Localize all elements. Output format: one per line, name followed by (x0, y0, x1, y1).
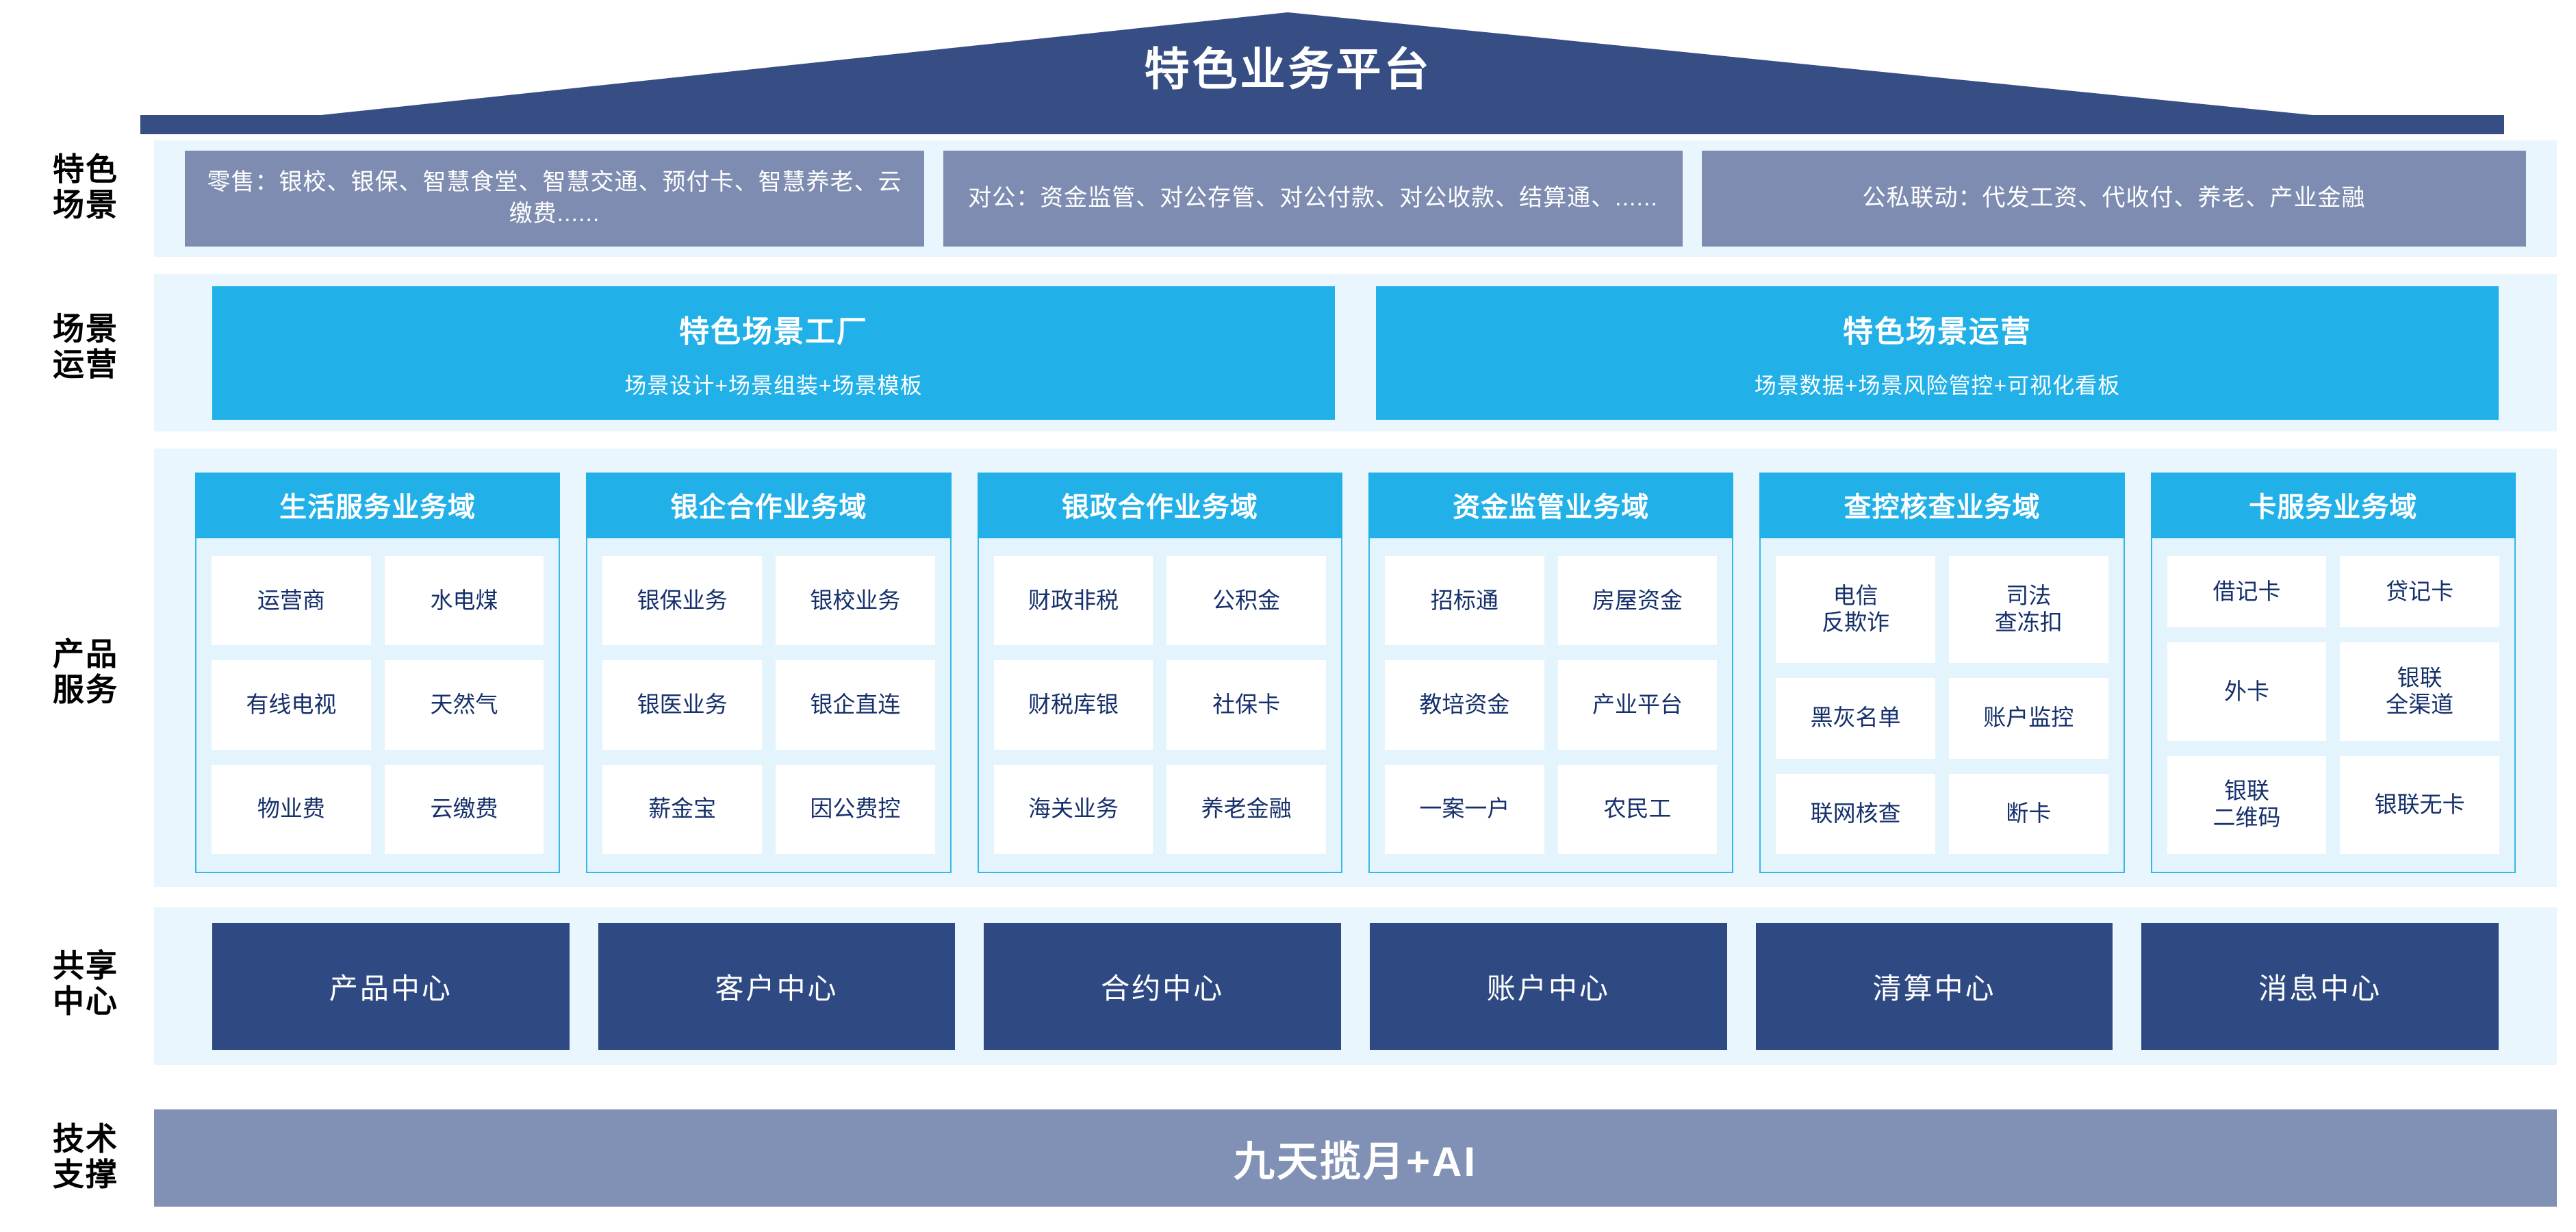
domain-title: 银政合作业务域 (977, 473, 1342, 538)
scenes-row: 零售：银校、银保、智慧食堂、智慧交通、预付卡、智慧养老、云缴费...... 对公… (154, 151, 2557, 247)
products-row: 生活服务业务域 运营商 水电煤 有线电视 天然气 物业费 云缴费 银企合作业务域… (154, 473, 2557, 873)
domain-item[interactable]: 公积金 (1166, 556, 1326, 646)
domain-card-card-service[interactable]: 卡服务业务域 借记卡 贷记卡 外卡 银联 全渠道 银联 二维码 银联无卡 (2150, 473, 2516, 873)
page-title: 特色业务平台 (1144, 44, 1432, 95)
domain-title: 生活服务业务域 (195, 473, 561, 538)
domain-items: 银保业务 银校业务 银医业务 银企直连 薪金宝 因公费控 (587, 538, 949, 872)
domain-items: 电信 反欺诈 司法 查冻扣 黑灰名单 账户监控 联网核查 断卡 (1761, 538, 2123, 872)
row-label-tech-support: 技术 支撑 (53, 1121, 118, 1192)
domain-item[interactable]: 银校业务 (775, 556, 935, 646)
domain-item[interactable]: 贷记卡 (2340, 556, 2499, 628)
domain-item[interactable]: 有线电视 (212, 660, 371, 750)
domain-item[interactable]: 海关业务 (993, 764, 1153, 854)
domain-items: 财政非税 公积金 财税库银 社保卡 海关业务 养老金融 (979, 538, 1341, 872)
shared-center-product[interactable]: 产品中心 (212, 923, 570, 1050)
domain-item[interactable]: 银联无卡 (2340, 755, 2499, 854)
shared-center-contract[interactable]: 合约中心 (984, 923, 1342, 1050)
shared-center-account[interactable]: 账户中心 (1370, 923, 1727, 1050)
domain-item[interactable]: 外卡 (2167, 642, 2327, 741)
shared-centers-row: 产品中心 客户中心 合约中心 账户中心 清算中心 消息中心 (154, 923, 2557, 1050)
domain-item[interactable]: 房屋资金 (1557, 556, 1718, 646)
shared-center-message[interactable]: 消息中心 (2141, 923, 2499, 1050)
domain-item[interactable]: 天然气 (384, 660, 544, 750)
operations-card-subtitle: 场景数据+场景风险管控+可视化看板 (1754, 373, 2121, 398)
operations-row: 特色场景工厂 场景设计+场景组装+场景模板 特色场景运营 场景数据+场景风险管控… (154, 286, 2557, 420)
scene-box-corporate[interactable]: 对公：资金监管、对公存管、对公付款、对公收款、结算通、...... (943, 151, 1683, 247)
domain-item[interactable]: 云缴费 (384, 764, 544, 854)
banner-shape (140, 12, 2504, 134)
domain-item[interactable]: 银保业务 (602, 556, 762, 646)
domain-items: 运营商 水电煤 有线电视 天然气 物业费 云缴费 (196, 538, 559, 872)
domain-item[interactable]: 账户监控 (1948, 678, 2108, 759)
domain-item[interactable]: 运营商 (212, 556, 371, 646)
operations-card-scene-factory[interactable]: 特色场景工厂 场景设计+场景组装+场景模板 (212, 286, 1335, 420)
domain-title: 银企合作业务域 (586, 473, 952, 538)
domain-title: 卡服务业务域 (2150, 473, 2516, 538)
domain-title: 资金监管业务域 (1368, 473, 1734, 538)
row-label-operations: 场景 运营 (53, 311, 118, 382)
domain-item[interactable]: 财税库银 (993, 660, 1153, 750)
domain-item[interactable]: 教培资金 (1384, 660, 1544, 750)
domain-card-bank-government[interactable]: 银政合作业务域 财政非税 公积金 财税库银 社保卡 海关业务 养老金融 (977, 473, 1342, 873)
domain-card-investigation[interactable]: 查控核查业务域 电信 反欺诈 司法 查冻扣 黑灰名单 账户监控 联网核查 断卡 (1759, 473, 2125, 873)
operations-card-subtitle: 场景设计+场景组装+场景模板 (624, 373, 923, 398)
domain-item[interactable]: 水电煤 (384, 556, 544, 646)
row-label-scenes: 特色 场景 (53, 151, 118, 223)
domain-item[interactable]: 银医业务 (602, 660, 762, 750)
operations-card-title: 特色场景运营 (1843, 314, 2032, 349)
domain-item[interactable]: 农民工 (1557, 764, 1718, 854)
domain-item[interactable]: 物业费 (212, 764, 371, 854)
scene-box-retail[interactable]: 零售：银校、银保、智慧食堂、智慧交通、预付卡、智慧养老、云缴费...... (185, 151, 924, 247)
domain-item[interactable]: 借记卡 (2167, 556, 2327, 628)
domain-item[interactable]: 断卡 (1948, 773, 2108, 854)
domain-items: 借记卡 贷记卡 外卡 银联 全渠道 银联 二维码 银联无卡 (2152, 538, 2514, 872)
domain-item[interactable]: 联网核查 (1776, 773, 1935, 854)
domain-item[interactable]: 银联 二维码 (2167, 755, 2327, 854)
platform-banner: 特色业务平台 (0, 0, 2576, 134)
domain-item[interactable]: 电信 反欺诈 (1776, 556, 1935, 664)
row-label-shared-centers: 共享 中心 (53, 948, 118, 1019)
domain-item[interactable]: 因公费控 (775, 764, 935, 854)
domain-card-fund-supervision[interactable]: 资金监管业务域 招标通 房屋资金 教培资金 产业平台 一案一户 农民工 (1368, 473, 1734, 873)
scene-box-public-private[interactable]: 公私联动：代发工资、代收付、养老、产业金融 (1702, 151, 2526, 247)
row-label-products: 产品 服务 (53, 636, 118, 707)
shared-center-clearing[interactable]: 清算中心 (1755, 923, 2113, 1050)
domain-item[interactable]: 招标通 (1384, 556, 1544, 646)
domain-item[interactable]: 产业平台 (1557, 660, 1718, 750)
domain-item[interactable]: 银企直连 (775, 660, 935, 750)
domain-item[interactable]: 黑灰名单 (1776, 678, 1935, 759)
domain-item[interactable]: 社保卡 (1166, 660, 1326, 750)
domain-item[interactable]: 一案一户 (1384, 764, 1544, 854)
domain-item[interactable]: 司法 查冻扣 (1948, 556, 2108, 664)
operations-card-title: 特色场景工厂 (679, 314, 868, 349)
domain-item[interactable]: 养老金融 (1166, 764, 1326, 854)
domain-item[interactable]: 财政非税 (993, 556, 1153, 646)
domain-items: 招标通 房屋资金 教培资金 产业平台 一案一户 农民工 (1370, 538, 1732, 872)
domain-card-life-service[interactable]: 生活服务业务域 运营商 水电煤 有线电视 天然气 物业费 云缴费 (195, 473, 561, 873)
domain-item[interactable]: 薪金宝 (602, 764, 762, 854)
tech-support-bar[interactable]: 九天揽月+AI (154, 1109, 2557, 1207)
domain-title: 查控核查业务域 (1759, 473, 2125, 538)
operations-card-scene-operation[interactable]: 特色场景运营 场景数据+场景风险管控+可视化看板 (1376, 286, 2499, 420)
shared-center-customer[interactable]: 客户中心 (598, 923, 956, 1050)
domain-item[interactable]: 银联 全渠道 (2340, 642, 2499, 741)
domain-card-bank-enterprise[interactable]: 银企合作业务域 银保业务 银校业务 银医业务 银企直连 薪金宝 因公费控 (586, 473, 952, 873)
